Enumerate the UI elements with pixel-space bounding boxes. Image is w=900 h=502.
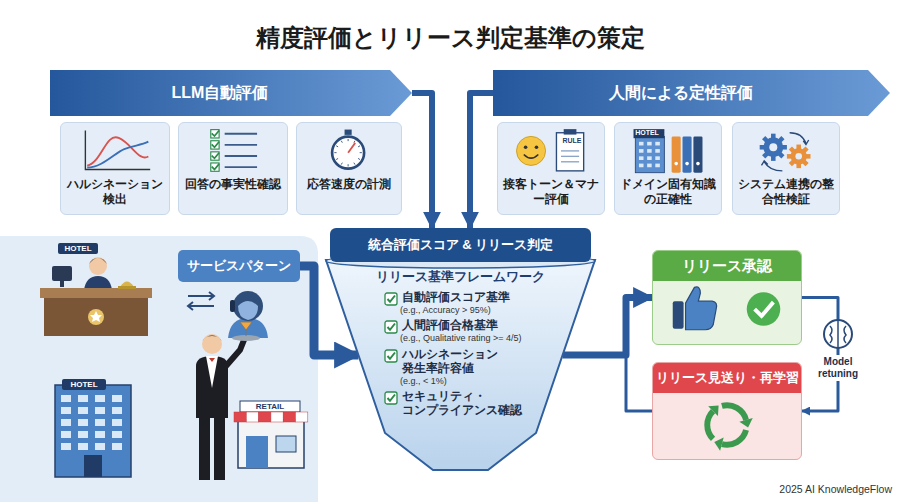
node-label: ドメイン固有知識の正確性 xyxy=(619,177,717,207)
sign-text: HOTEL xyxy=(630,127,664,138)
card-icon xyxy=(183,123,283,177)
approve-box: リリース承認 xyxy=(652,250,802,345)
node-label: 回答の事実性確認 xyxy=(183,177,283,192)
flow-arrow xyxy=(802,298,838,412)
title: 精度評価とリリース判定基準の策定 xyxy=(0,22,900,54)
eval-card: システム連携の整合性検証 xyxy=(732,122,840,215)
eg-text: (e.g., < 1%) xyxy=(384,376,556,388)
box-icon xyxy=(653,393,801,457)
box-icon xyxy=(653,281,801,345)
funnel: 統合評価スコア & リリース判定リリース基準フレームワーク自動評価スコア基準(e… xyxy=(318,228,603,470)
flow-arrow xyxy=(412,93,432,228)
item-text: 人間評価合格基準 xyxy=(384,319,556,333)
check-icon xyxy=(384,320,398,334)
pattern-box: サービスパターン xyxy=(178,250,300,282)
check-icon xyxy=(211,130,257,172)
node-label: 応答速度の計測 xyxy=(301,177,397,192)
card-icon xyxy=(502,123,600,177)
node-label: リリース見送り・再学習 xyxy=(653,363,801,393)
check-icon xyxy=(384,349,398,363)
sign-text: HOTEL xyxy=(58,243,98,254)
node-label: 人間による定性評価 xyxy=(493,70,890,116)
item-text: 自動評価スコア基準 xyxy=(384,291,556,305)
ground xyxy=(0,236,318,502)
fsub-text: リリース基準フレームワーク xyxy=(318,269,603,286)
eval-card: 応答速度の計測 xyxy=(296,122,402,215)
recycle-icon xyxy=(707,405,752,450)
reject-box: リリース見送り・再学習 xyxy=(652,362,802,460)
chart-icon xyxy=(85,131,150,170)
band-arrow: 人間による定性評価 xyxy=(493,70,890,116)
edge-label: Model retuning xyxy=(810,355,866,381)
band-arrow: LLM自動評価 xyxy=(50,70,412,116)
check-icon xyxy=(384,292,398,306)
card-icon xyxy=(619,123,717,177)
retail-shop xyxy=(234,401,308,468)
node-label: 接客トーン＆マナー評価 xyxy=(502,177,600,207)
node-label: リリース承認 xyxy=(653,251,801,281)
card-icon xyxy=(65,123,165,177)
item-text: ハルシネーション 発生率許容値 xyxy=(384,348,556,376)
eg-text: (e.g., Accuracy > 95%) xyxy=(384,305,556,317)
criteria-list: 自動評価スコア基準(e.g., Accuracy > 95%)人間評価合格基準(… xyxy=(384,288,556,418)
brain-symbol xyxy=(824,320,852,348)
reception-desk xyxy=(40,243,152,336)
node-label: ハルシネーション検出 xyxy=(65,177,165,207)
sign-text: RULE xyxy=(560,135,584,146)
smile-icon xyxy=(517,129,584,171)
node-label: LLM自動評価 xyxy=(50,70,412,116)
node-label: システム連携の整合性検証 xyxy=(737,177,835,207)
sign-text: HOTEL xyxy=(62,379,106,390)
fhead-text: 統合評価スコア & リリース判定 xyxy=(330,228,591,262)
eg-text: (e.g., Qualitative rating >= 4/5) xyxy=(384,333,556,345)
eval-card: ハルシネーション検出 xyxy=(60,122,170,215)
watch-icon xyxy=(332,130,364,169)
node-label: サービスパターン xyxy=(187,257,291,275)
card-icon xyxy=(737,123,835,177)
footer-note: 2025 AI KnowledgeFlow xyxy=(740,482,892,496)
sign-text: RETAIL xyxy=(240,401,300,412)
hotel-building xyxy=(55,379,131,477)
card-icon xyxy=(301,123,397,177)
gear-icon xyxy=(760,133,811,171)
eval-card: 接客トーン＆マナー評価 xyxy=(497,122,605,215)
flow-arrow xyxy=(470,93,493,228)
swap-arrows xyxy=(188,292,214,310)
item-text: セキュリティ・ コンプライアンス確認 xyxy=(384,390,556,418)
thumb-icon xyxy=(673,287,781,330)
eval-card: 回答の事実性確認 xyxy=(178,122,288,215)
flow-arrow xyxy=(626,298,652,412)
eval-card: ドメイン固有知識の正確性 xyxy=(614,122,722,215)
operator-head xyxy=(228,291,268,338)
check-icon xyxy=(384,391,398,405)
